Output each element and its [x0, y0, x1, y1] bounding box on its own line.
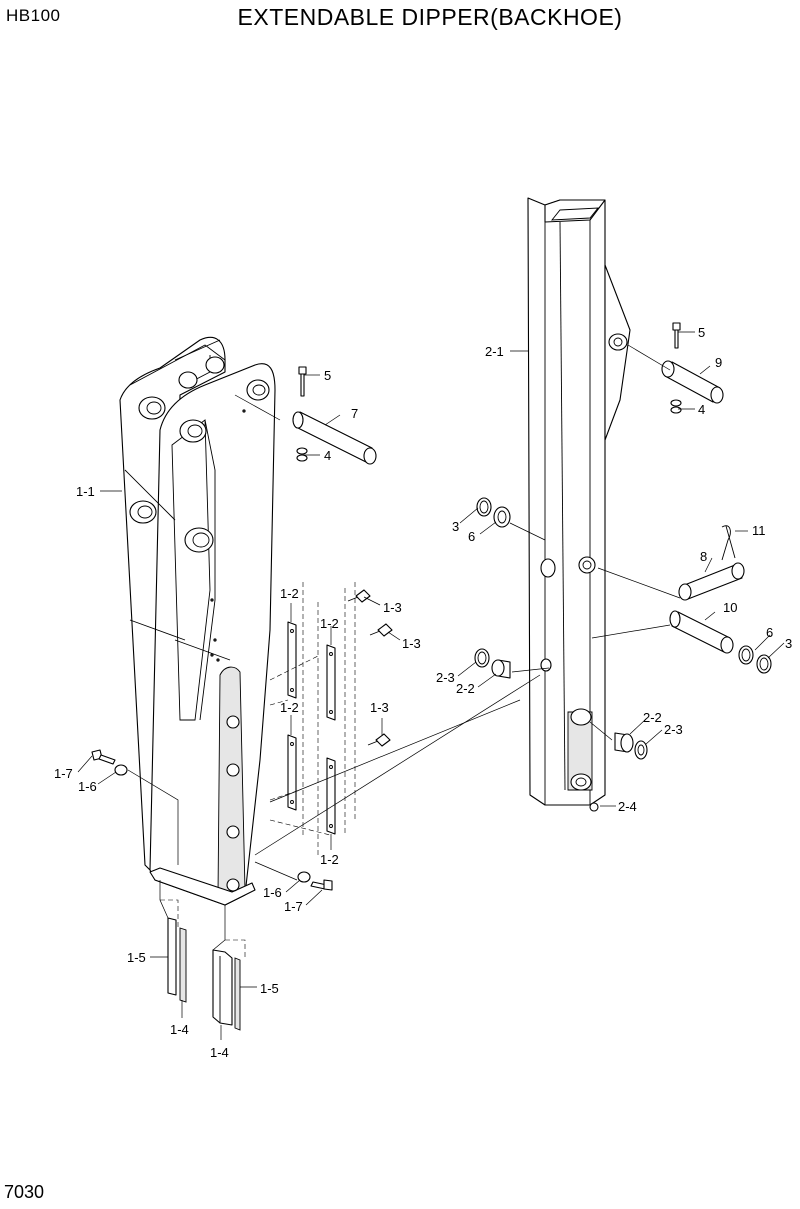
callout-7: 7: [351, 406, 358, 421]
callout-3-a: 3: [452, 519, 459, 534]
callout-11: 11: [752, 523, 766, 538]
pin-7: [292, 411, 377, 465]
callout-4-b: 4: [698, 402, 705, 417]
nut-1-6-right: [297, 871, 311, 883]
pin-8: [678, 562, 745, 601]
bushing-2-2-left: [491, 659, 511, 679]
inner-extendable-arm: [527, 197, 631, 806]
callout-1-5-b: 1-5: [260, 981, 279, 996]
washer-3-right: [756, 654, 772, 674]
page-number: 7030: [4, 1182, 45, 1202]
callout-4-a: 4: [324, 448, 331, 463]
wear-pad-1-2-d: [326, 757, 336, 835]
bolt-5-right: [672, 322, 681, 349]
nut-4-right: [670, 399, 682, 414]
callout-1-2-b: 1-2: [320, 616, 339, 631]
callout-1-4-a: 1-4: [170, 1022, 189, 1037]
assembly-lines: [127, 344, 681, 958]
wear-pad-1-2-b: [326, 644, 336, 721]
slide-plate-1-4-b: [212, 949, 233, 1026]
pin-10: [669, 610, 734, 654]
diagram-title: EXTENDABLE DIPPER(BACKHOE): [237, 4, 623, 30]
bolt-1-7-left: [91, 749, 116, 765]
callout-1-5-a: 1-5: [127, 950, 146, 965]
callout-10: 10: [723, 600, 737, 615]
callout-3-b: 3: [785, 636, 792, 651]
callout-5-b: 5: [698, 325, 705, 340]
callout-1-3-b: 1-3: [402, 636, 421, 651]
callout-2-4: 2-4: [618, 799, 637, 814]
callout-6-a: 6: [468, 529, 475, 544]
callout-9: 9: [715, 355, 722, 370]
callout-5-a: 5: [324, 368, 331, 383]
callout-1-7-b: 1-7: [284, 899, 303, 914]
callout-1-6-a: 1-6: [78, 779, 97, 794]
callout-2-3-a: 2-3: [436, 670, 455, 685]
nut-4-left: [296, 447, 308, 462]
washer-2-3-right: [634, 740, 648, 760]
model-code: HB100: [6, 6, 61, 25]
callout-1-4-b: 1-4: [210, 1045, 229, 1060]
callout-1-3-a: 1-3: [383, 600, 402, 615]
wear-pad-1-2-a: [287, 621, 297, 699]
washer-3-left: [476, 497, 492, 517]
callout-2-3-b: 2-3: [664, 722, 683, 737]
bolt-1-3-a: [347, 589, 371, 603]
callout-1-7-a: 1-7: [54, 766, 73, 781]
callout-8: 8: [700, 549, 707, 564]
bushing-2-2-right: [614, 732, 634, 753]
callout-1-6-b: 1-6: [263, 885, 282, 900]
callout-leaders: [77, 331, 785, 1040]
callout-1-3-c: 1-3: [370, 700, 389, 715]
slide-plate-1-4-a: [167, 917, 177, 996]
bolt-1-3-c: [367, 733, 391, 747]
callout-6-b: 6: [766, 625, 773, 640]
callout-1-1: 1-1: [76, 484, 95, 499]
washer-6-right: [738, 645, 754, 665]
bolt-5-left: [298, 366, 307, 397]
liner-1-5-a: [179, 927, 187, 1003]
nut-1-6-left: [114, 764, 128, 776]
wear-pad-1-2-c: [287, 734, 297, 811]
bushing-6-left: [493, 506, 511, 528]
callout-1-2-c: 1-2: [280, 700, 299, 715]
callout-1-2-a: 1-2: [280, 586, 299, 601]
callout-2-2-b: 2-2: [643, 710, 662, 725]
callout-labels: 1-1 1-2 1-2 1-2 1-2 1-3 1-3 1-3 1-4 1-4 …: [54, 325, 792, 1060]
liner-1-5-b: [234, 957, 241, 1031]
washer-2-3-left: [474, 648, 490, 668]
bolt-1-3-b: [369, 623, 393, 637]
bolt-1-7-right: [310, 879, 333, 891]
outer-dipper-arm: [119, 336, 276, 906]
pin-9: [661, 360, 724, 404]
grease-nipple-2-4: [589, 802, 599, 812]
callout-2-1: 2-1: [485, 344, 504, 359]
callout-1-2-d: 1-2: [320, 852, 339, 867]
r-clip-11: [721, 525, 736, 561]
callout-2-2-a: 2-2: [456, 681, 475, 696]
